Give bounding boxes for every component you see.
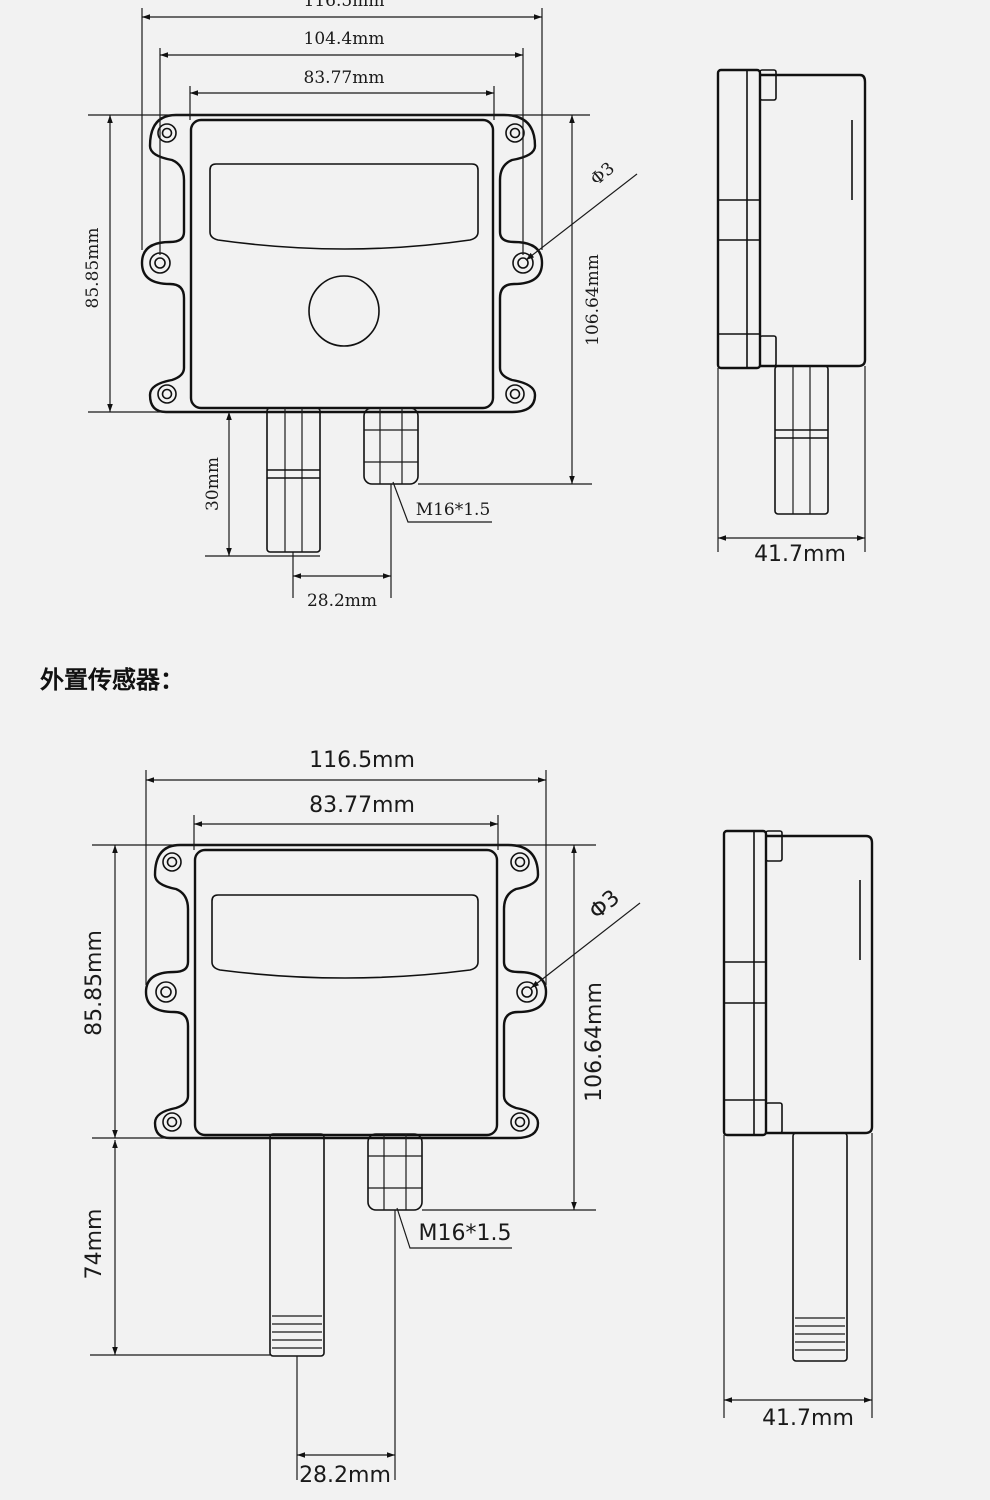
section-heading: 外置传感器： — [40, 666, 184, 694]
side-probe-long — [792, 1132, 848, 1362]
indicator-circle — [308, 275, 380, 347]
dim-height-right: 106.64mm — [582, 982, 607, 1102]
mounting-hole — [149, 252, 171, 274]
screw-hole — [510, 1112, 530, 1132]
enclosure-outline — [140, 113, 544, 414]
dim-hole-spacing: 104.4mm — [304, 29, 385, 49]
dim-overall-width: 116.5mm — [304, 0, 385, 11]
sensor-probe — [266, 407, 321, 553]
screw-hole — [505, 123, 525, 143]
screw-hole — [162, 1112, 182, 1132]
dim-depth: 41.7mm — [762, 1406, 854, 1431]
screw-hole — [505, 384, 525, 404]
bottom-front-view: 116.5mm 83.77mm 85.85mm 106.64mm Φ3 74mm… — [82, 748, 641, 1488]
side-front-lid — [722, 829, 768, 1137]
dim-probe-offset: 28.2mm — [307, 591, 377, 611]
enclosure-outline — [144, 843, 548, 1140]
screw-hole — [157, 123, 177, 143]
display-window — [211, 894, 479, 979]
front-lid — [189, 118, 495, 410]
dim-gland: M16*1.5 — [416, 500, 491, 520]
dim-probe-offset: 28.2mm — [299, 1463, 391, 1488]
screw-hole — [162, 852, 182, 872]
cable-gland — [363, 407, 419, 485]
dim-overall-width: 116.5mm — [309, 748, 415, 773]
dim-depth: 41.7mm — [754, 542, 846, 567]
dim-height-right: 106.64mm — [583, 254, 603, 346]
side-probe — [774, 365, 829, 515]
cable-gland — [367, 1133, 423, 1211]
sensor-probe-long — [269, 1133, 325, 1357]
dim-height-left: 85.85mm — [83, 228, 103, 309]
dim-height-left: 85.85mm — [82, 930, 107, 1036]
front-lid — [193, 848, 499, 1137]
dim-probe-length: 74mm — [82, 1209, 107, 1280]
screw-hole — [510, 852, 530, 872]
mounting-hole — [155, 981, 177, 1003]
dim-inner-width: 83.77mm — [304, 68, 385, 88]
top-front-view: 116.5mm 104.4mm 83.77mm 85.85mm 106.64mm… — [83, 0, 638, 611]
screw-hole — [157, 384, 177, 404]
mounting-hole — [516, 981, 538, 1003]
bottom-side-view: 41.7mm — [722, 829, 874, 1431]
display-window — [209, 163, 479, 250]
mounting-hole — [512, 252, 534, 274]
side-body — [760, 73, 867, 368]
side-front-lid — [716, 68, 762, 370]
dim-gland: M16*1.5 — [419, 1221, 512, 1246]
dim-inner-width: 83.77mm — [309, 793, 415, 818]
dim-hole-diameter: Φ3 — [587, 159, 619, 190]
dim-probe-length: 30mm — [203, 457, 223, 511]
side-body — [766, 834, 874, 1135]
top-side-view: 41.7mm — [716, 68, 867, 567]
